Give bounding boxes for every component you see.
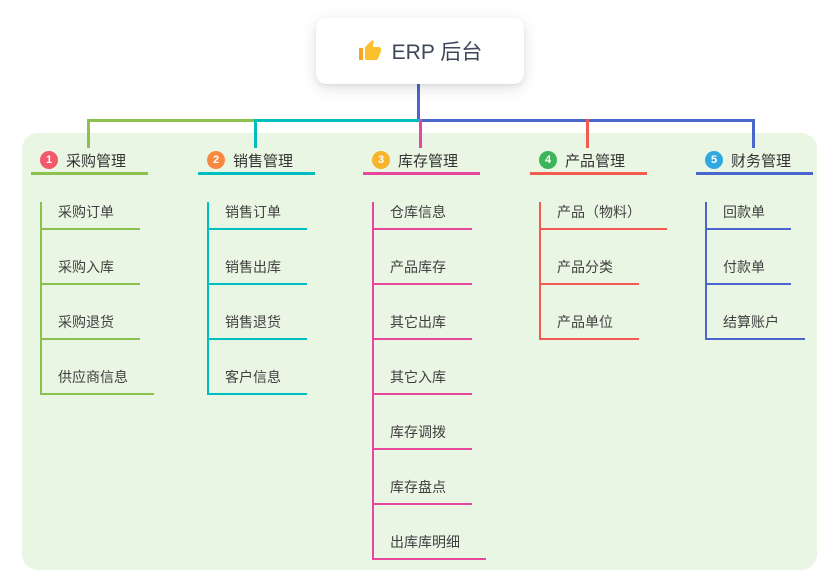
child-node[interactable]: 供应商信息 bbox=[42, 367, 154, 395]
child-node[interactable]: 产品分类 bbox=[541, 257, 639, 285]
connector-line bbox=[254, 119, 419, 122]
branch: 4 产品管理 产品（物料） 产品分类产品单位 bbox=[530, 148, 667, 340]
child-node[interactable]: 采购退货 bbox=[42, 312, 140, 340]
child-node[interactable]: 库存调拨 bbox=[374, 422, 472, 450]
child-node[interactable]: 回款单 bbox=[707, 202, 791, 230]
branch-label: 采购管理 bbox=[66, 152, 127, 170]
child-node[interactable]: 产品单位 bbox=[541, 312, 639, 340]
connector-line bbox=[419, 119, 422, 148]
priority-badge: 2 bbox=[207, 151, 225, 169]
child-node[interactable]: 其它出库 bbox=[374, 312, 472, 340]
priority-badge: 4 bbox=[539, 151, 557, 169]
branch: 1 采购管理 采购订单采购入库采购退货供应商信息 bbox=[31, 148, 154, 395]
root-title: ERP 后台 bbox=[391, 41, 483, 64]
connector-line bbox=[752, 119, 755, 148]
child-node[interactable]: 客户信息 bbox=[209, 367, 307, 395]
child-node[interactable]: 采购订单 bbox=[42, 202, 140, 230]
branch-header[interactable]: 4 产品管理 bbox=[530, 148, 647, 175]
child-node[interactable]: 付款单 bbox=[707, 257, 791, 285]
branch-label: 财务管理 bbox=[731, 152, 792, 170]
connector-line bbox=[87, 119, 254, 122]
connector-line bbox=[586, 119, 589, 148]
child-node[interactable]: 出库库明细 bbox=[374, 532, 486, 560]
connector-line bbox=[254, 119, 257, 148]
branch-children: 仓库信息产品库存其它出库其它入库库存调拨库存盘点出库库明细 bbox=[372, 202, 486, 560]
branch-children: 销售订单销售出库销售退货客户信息 bbox=[207, 202, 315, 395]
child-node[interactable]: 结算账户 bbox=[707, 312, 805, 340]
child-node[interactable]: 销售订单 bbox=[209, 202, 307, 230]
priority-badge: 5 bbox=[705, 151, 723, 169]
child-node[interactable]: 库存盘点 bbox=[374, 477, 472, 505]
branch-header[interactable]: 2 销售管理 bbox=[198, 148, 315, 175]
branch-children: 产品（物料） 产品分类产品单位 bbox=[539, 202, 667, 340]
child-node[interactable]: 销售出库 bbox=[209, 257, 307, 285]
root-node[interactable]: ERP 后台 bbox=[316, 18, 524, 84]
branch: 3 库存管理 仓库信息产品库存其它出库其它入库库存调拨库存盘点出库库明细 bbox=[363, 148, 486, 560]
connector-line bbox=[87, 119, 90, 148]
branch-label: 产品管理 bbox=[565, 152, 626, 170]
branch-header[interactable]: 3 库存管理 bbox=[363, 148, 480, 175]
child-node[interactable]: 仓库信息 bbox=[374, 202, 472, 230]
priority-badge: 1 bbox=[40, 151, 58, 169]
branch-children: 采购订单采购入库采购退货供应商信息 bbox=[40, 202, 154, 395]
branch-label: 销售管理 bbox=[233, 152, 294, 170]
branch: 2 销售管理 销售订单销售出库销售退货客户信息 bbox=[198, 148, 315, 395]
child-node[interactable]: 产品库存 bbox=[374, 257, 472, 285]
child-node[interactable]: 其它入库 bbox=[374, 367, 472, 395]
child-node[interactable]: 采购入库 bbox=[42, 257, 140, 285]
branch: 5 财务管理 回款单付款单结算账户 bbox=[696, 148, 813, 340]
branch-header[interactable]: 1 采购管理 bbox=[31, 148, 148, 175]
branch-label: 库存管理 bbox=[398, 152, 459, 170]
priority-badge: 3 bbox=[372, 151, 390, 169]
child-node[interactable]: 销售退货 bbox=[209, 312, 307, 340]
branch-children: 回款单付款单结算账户 bbox=[705, 202, 813, 340]
thumbs-up-icon bbox=[358, 40, 381, 60]
child-node[interactable]: 产品（物料） bbox=[541, 202, 667, 230]
connector-line bbox=[417, 84, 420, 122]
branch-header[interactable]: 5 财务管理 bbox=[696, 148, 813, 175]
branch-background-panel bbox=[22, 133, 817, 570]
